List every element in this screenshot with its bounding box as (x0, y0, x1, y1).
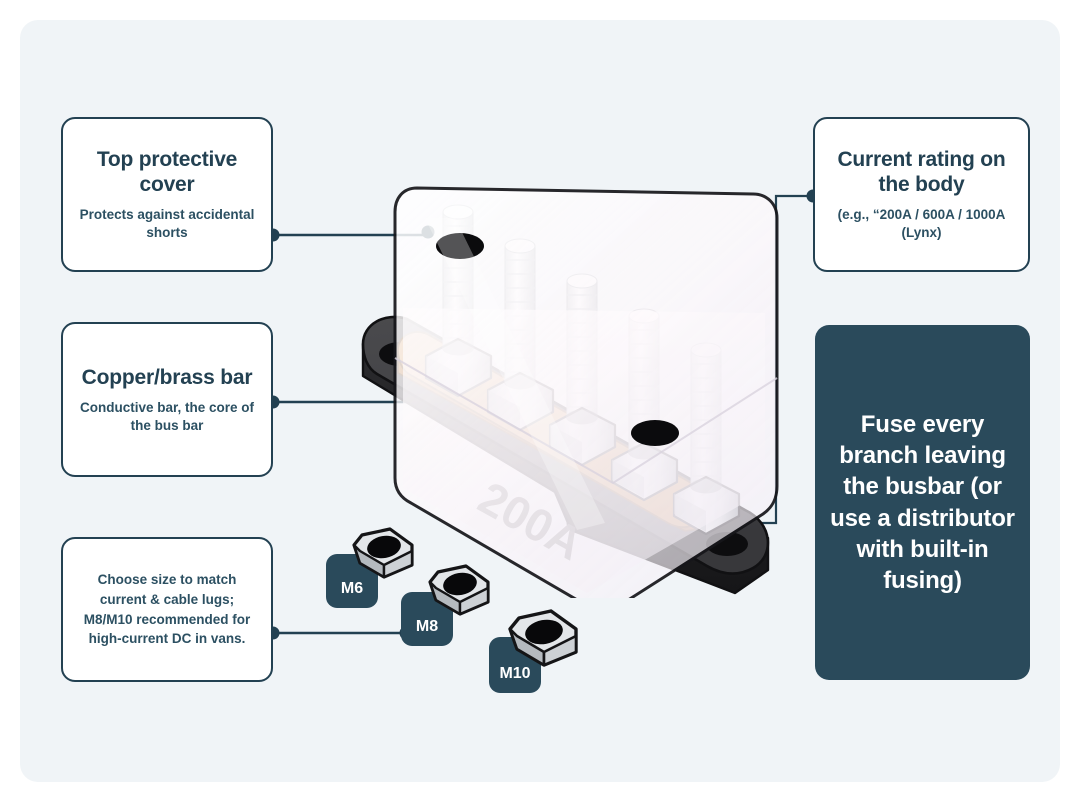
card-copper-brass-bar[interactable]: Copper/brass bar Conductive bar, the cor… (61, 322, 273, 477)
card-subtitle: Conductive bar, the core of the bus bar (79, 399, 255, 433)
hex-nut-icon (428, 564, 490, 616)
card-title: Current rating on the body (837, 148, 1006, 197)
card-title: Fuse every branch leaving the busbar (or… (830, 410, 1015, 594)
protective-cover (393, 186, 779, 598)
nut-badge-label: M10 (499, 665, 531, 682)
card-title: Copper/brass bar (81, 365, 253, 389)
card-bolt-size-guidance[interactable]: Choose size to match current & cable lug… (61, 537, 273, 682)
card-subtitle: Choose size to match current & cable lug… (83, 572, 251, 647)
card-fuse-every-branch[interactable]: Fuse every branch leaving the busbar (or… (815, 325, 1030, 680)
nut-badge-label: M8 (415, 618, 439, 635)
hex-nut-icon (508, 609, 578, 667)
nut-badge-label: M6 (340, 580, 364, 597)
card-title: Top protective cover (96, 148, 238, 197)
card-subtitle: Protects against accidental shorts (79, 207, 255, 241)
busbar-illustration: 200A (361, 186, 779, 598)
hex-nut-icon (352, 527, 414, 579)
card-subtitle: (e.g., “200A / 600A / 1000A (Lynx) (837, 207, 1006, 241)
card-current-rating[interactable]: Current rating on the body (e.g., “200A … (813, 117, 1030, 272)
card-top-protective-cover[interactable]: Top protective cover Protects against ac… (61, 117, 273, 272)
